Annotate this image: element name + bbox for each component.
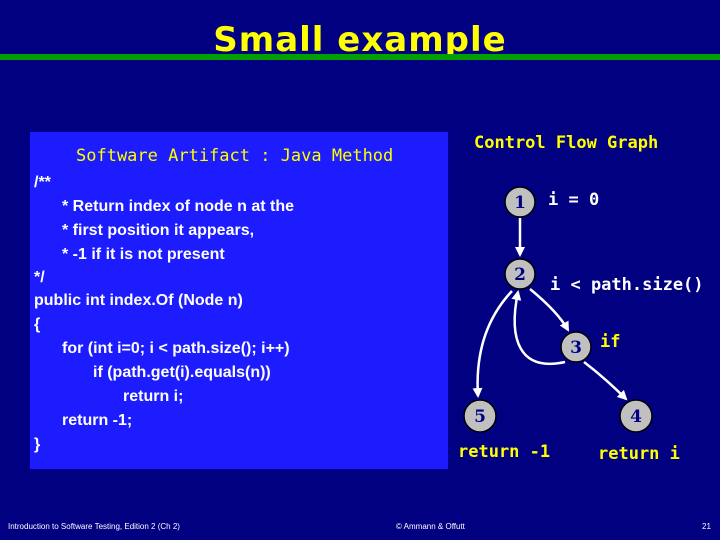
code-box-label: Software Artifact : Java Method — [76, 146, 394, 166]
code-line: * -1 if it is not present — [62, 246, 225, 263]
edge-2-3 — [529, 288, 570, 332]
footer-book-title: Introduction to Software Testing, Editio… — [8, 522, 180, 531]
code-line: * first position it appears, — [62, 222, 255, 239]
cfg-node-5: 5 — [463, 399, 497, 433]
footer-page-number: 21 — [702, 522, 711, 531]
code-line: * Return index of node n at the — [62, 198, 295, 215]
node-1-annotation: i = 0 — [548, 190, 600, 210]
node-2-annotation: i < path.size() — [550, 275, 704, 295]
code-line: for (int i=0; i < path.size(); i++) — [62, 340, 290, 357]
cfg-node-3: 3 — [560, 331, 592, 363]
edge-2-5 — [472, 290, 513, 398]
code-line: if (path.get(i).equals(n)) — [93, 364, 271, 381]
node-5-annotation: return -1 — [458, 442, 551, 462]
graph-label: Control Flow Graph — [474, 133, 659, 153]
code-line: return i; — [123, 388, 184, 405]
node-1-label: 1 — [514, 193, 526, 213]
edge-3-4 — [583, 361, 628, 401]
node-4-annotation: return i — [598, 444, 680, 464]
node-5-label: 5 — [474, 407, 486, 427]
code-line: public int index.Of (Node n) — [34, 292, 243, 309]
node-2-label: 2 — [514, 265, 526, 285]
slide-title: Small example — [213, 20, 507, 60]
code-line: } — [34, 436, 41, 453]
cfg-node-2: 2 — [504, 258, 536, 290]
code-line: return -1; — [62, 412, 133, 429]
cfg-node-4: 4 — [619, 399, 653, 433]
code-box — [28, 130, 450, 471]
title-divider — [0, 54, 720, 60]
edge-3-2 — [511, 290, 566, 365]
code-line: */ — [34, 269, 45, 286]
node-3-annotation: if — [600, 332, 621, 352]
footer-copyright: © Ammann & Offutt — [396, 522, 465, 531]
cfg-node-1: 1 — [504, 186, 536, 218]
node-4-label: 4 — [630, 407, 642, 427]
code-line: { — [34, 316, 41, 333]
node-3-label: 3 — [570, 338, 582, 358]
code-line: /** — [34, 174, 51, 191]
